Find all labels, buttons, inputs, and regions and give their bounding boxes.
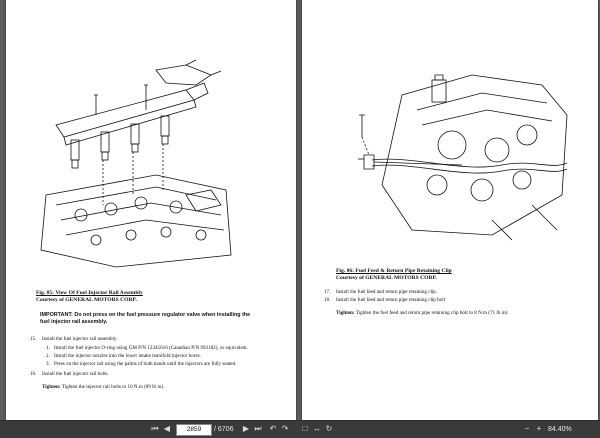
substep-text: Press on the injector rail using the pal… (54, 361, 237, 367)
figure-86-caption: Fig. 86: Fuel Feed & Return Pipe Retaini… (336, 268, 452, 282)
substep-number: 2. (46, 353, 50, 359)
substep-text: Install the fuel injector O-ring using G… (54, 345, 248, 351)
document-page-left: Fig. 85: View Of Fuel Injector Rail Asse… (6, 0, 296, 420)
tighten-label: Tighten: (42, 384, 61, 390)
back-icon[interactable]: ↶ (269, 424, 277, 433)
document-page-right: Fig. 86: Fuel Feed & Return Pipe Retaini… (302, 0, 598, 420)
tighten-text: Tighten the fuel feed and return pipe re… (355, 310, 509, 316)
substep-text: Install the injector nozzles into the lo… (54, 353, 201, 359)
first-page-icon[interactable]: ⏮ (151, 424, 159, 433)
substep-number: 3. (46, 361, 50, 367)
important-text-1: Do not press on the fuel pressure regula… (74, 312, 251, 318)
tighten-spec: Tighten: Tighten the fuel feed and retur… (336, 310, 509, 316)
figure-caption-title: Fig. 85: View Of Fuel Injector Rail Asse… (36, 290, 143, 296)
fuel-feed-return-pipe-illustration (358, 74, 568, 241)
fit-width-icon[interactable]: ↔ (313, 424, 321, 433)
step-text: Install the fuel injector rail assembly. (42, 336, 118, 342)
step-number: 15. (30, 336, 37, 342)
step-text: Install the fuel feed and return pipe re… (336, 297, 446, 303)
viewer-toolbar: ⏮ ◀ / 6706 ▶ ⏭ ↶ ↷ □ ↔ ↻ − + 84.40% (0, 420, 600, 438)
tighten-spec: Tighten: Tighten the injector rail bolts… (42, 384, 164, 390)
prev-page-icon[interactable]: ◀ (163, 424, 171, 433)
zoom-level[interactable]: 84.40% (548, 426, 572, 433)
step-number: 16. (30, 371, 37, 377)
page-total: / 6706 (214, 426, 234, 433)
next-page-icon[interactable]: ▶ (242, 424, 250, 433)
zoom-in-icon[interactable]: + (536, 424, 542, 433)
step-text: Install the fuel feed and return pipe re… (336, 289, 438, 295)
tighten-label: Tighten: (336, 310, 355, 316)
important-text-2: fuel injector rail assembly. (40, 319, 108, 326)
substep-number: 1. (46, 345, 50, 351)
step-number: 17. (324, 289, 331, 295)
step-text: Install the fuel injector rail bolts. (42, 371, 109, 377)
figure-caption-title: Fig. 86: Fuel Feed & Return Pipe Retaini… (336, 268, 452, 274)
forward-icon[interactable]: ↷ (281, 424, 289, 433)
figure-caption-credit: Courtesy of GENERAL MOTORS CORP. (336, 274, 437, 281)
rotate-icon[interactable]: ↻ (325, 424, 333, 433)
step-number: 18. (324, 297, 331, 303)
figure-85-caption: Fig. 85: View Of Fuel Injector Rail Asse… (36, 290, 143, 304)
important-label: IMPORTANT: (40, 312, 73, 318)
fuel-injector-rail-illustration (40, 59, 232, 268)
important-note: IMPORTANT: Do not press on the fuel pres… (40, 312, 285, 326)
zoom-out-icon[interactable]: − (524, 424, 530, 433)
page-number-input[interactable] (176, 424, 212, 436)
last-page-icon[interactable]: ⏭ (254, 424, 262, 433)
fit-page-icon[interactable]: □ (302, 424, 308, 433)
tighten-text: Tighten the injector rail bolts to 10 N.… (61, 384, 165, 390)
figure-caption-credit: Courtesy of GENERAL MOTORS CORP. (36, 296, 137, 303)
